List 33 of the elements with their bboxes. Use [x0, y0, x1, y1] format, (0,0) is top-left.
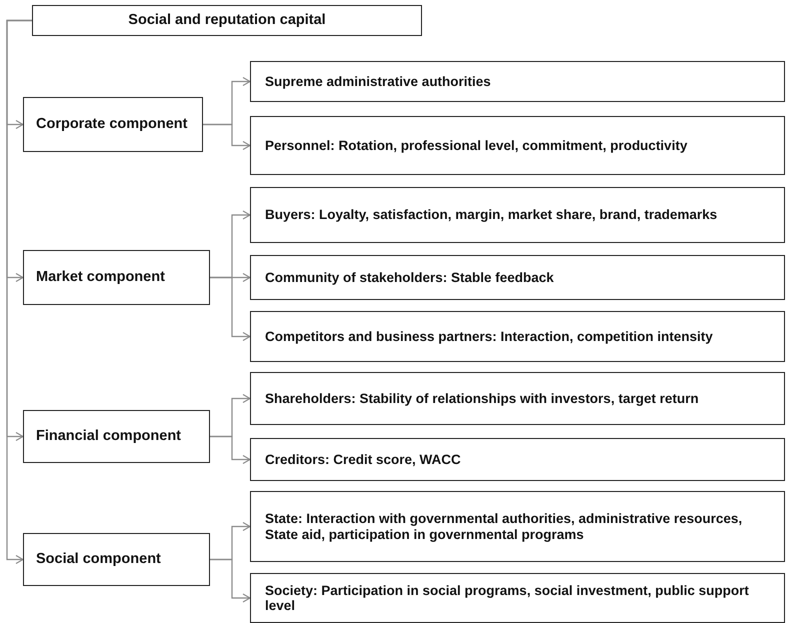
- box-label: Shareholders: Stability of relationships with investors, target return: [265, 390, 699, 406]
- box-label: Social component: [36, 551, 161, 568]
- box-label: Buyers: Loyalty, satisfaction, margin, market share, brand, trademarks: [265, 207, 718, 223]
- factor-box: [250, 61, 785, 102]
- title-box: [32, 5, 422, 36]
- component-box: [23, 410, 210, 463]
- box-label: Financial component: [36, 428, 182, 445]
- component-box: [23, 533, 210, 586]
- box-label: Creditors: Credit score, WACC: [265, 452, 461, 468]
- factor-box: [250, 438, 785, 481]
- box-label: Personnel: Rotation, professional level, commitment, productivity: [265, 138, 688, 154]
- box-label: Supreme administrative authorities: [265, 74, 491, 90]
- connector-arrow: [210, 558, 251, 603]
- connector-arrow: [203, 124, 251, 150]
- box-label: Society: Participation in social programs, social investment, public support level: [265, 582, 750, 614]
- connector-arrow: [6, 20, 32, 564]
- factor-box: [250, 372, 785, 425]
- factor-box: [250, 187, 785, 243]
- factor-box: [250, 573, 785, 623]
- factor-box: [250, 311, 785, 362]
- component-box: [23, 250, 210, 305]
- box-label: State: Interaction with governmental authorities, administrative resources, State aid, participation in governmental programs: [265, 511, 744, 542]
- factor-box: [250, 255, 785, 300]
- box-label: Community of stakeholders: Stable feedback: [265, 270, 554, 286]
- box-label: Social and reputation capital: [128, 12, 326, 29]
- factor-box: [250, 116, 785, 175]
- connector-arrow: [210, 436, 251, 464]
- connector-arrow: [210, 276, 251, 342]
- box-label: Market component: [36, 269, 165, 286]
- component-box: [23, 97, 203, 152]
- box-label: Competitors and business partners: Interaction, competition intensity: [265, 328, 713, 344]
- factor-box: [250, 491, 785, 562]
- box-label: Corporate component: [36, 116, 188, 133]
